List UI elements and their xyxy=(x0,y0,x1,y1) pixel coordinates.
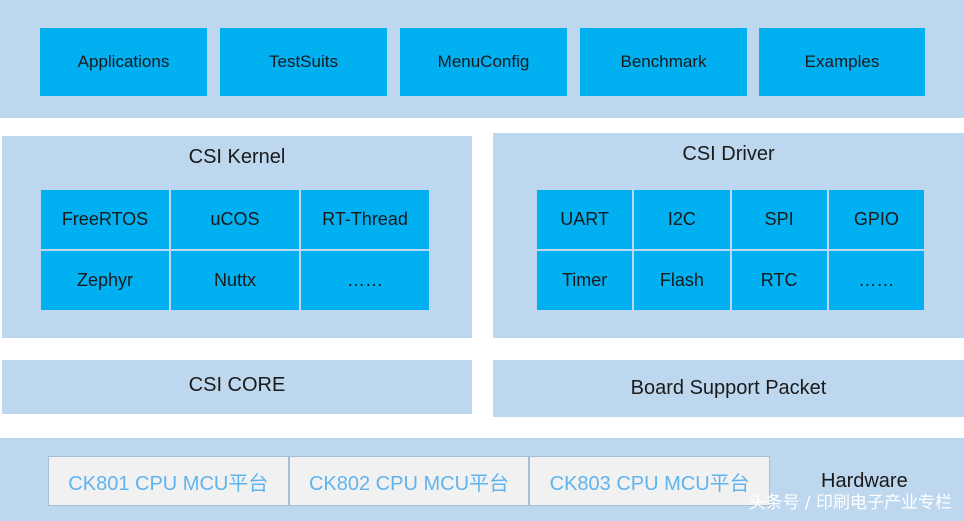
menuconfig-block: MenuConfig xyxy=(400,28,567,96)
kernel-cell-more: …… xyxy=(301,251,429,310)
driver-cell-flash: Flash xyxy=(634,251,730,310)
csi-kernel-panel: CSI Kernel FreeRTOS uCOS RT-Thread Zephy… xyxy=(2,136,472,338)
examples-block: Examples xyxy=(759,28,925,96)
driver-cell-rtc: RTC xyxy=(731,251,827,310)
kernel-cell-nuttx: Nuttx xyxy=(171,251,299,310)
driver-grid: UART I2C SPI GPIO Timer Flash RTC …… xyxy=(537,190,924,310)
applications-block: Applications xyxy=(40,28,207,96)
testsuits-block: TestSuits xyxy=(220,28,387,96)
hardware-panel: CK801 CPU MCU平台 CK802 CPU MCU平台 CK803 CP… xyxy=(0,438,964,521)
driver-cell-gpio: GPIO xyxy=(828,190,924,249)
csi-core-label: CSI CORE xyxy=(188,374,286,396)
driver-cell-spi: SPI xyxy=(731,190,827,249)
driver-cell-timer: Timer xyxy=(537,251,633,310)
watermark-text: 头条号 / 印刷电子产业专栏 xyxy=(748,493,952,513)
hardware-label: Hardware xyxy=(821,470,908,492)
kernel-grid: FreeRTOS uCOS RT-Thread Zephyr Nuttx …… xyxy=(41,190,429,310)
platform-ck803: CK803 CPU MCU平台 xyxy=(530,457,769,505)
bsp-label: Board Support Packet xyxy=(630,377,827,399)
kernel-cell-rt-thread: RT-Thread xyxy=(301,190,429,249)
platform-ck801: CK801 CPU MCU平台 xyxy=(49,457,288,505)
bsp-panel: Board Support Packet xyxy=(493,360,964,417)
kernel-cell-ucos: uCOS xyxy=(171,190,299,249)
driver-cell-uart: UART xyxy=(537,190,633,249)
kernel-cell-freertos: FreeRTOS xyxy=(41,190,169,249)
csi-core-panel: CSI CORE xyxy=(2,360,472,414)
benchmark-block: Benchmark xyxy=(580,28,747,96)
driver-cell-more: …… xyxy=(828,251,924,310)
kernel-cell-zephyr: Zephyr xyxy=(41,251,169,310)
platform-ck802: CK802 CPU MCU平台 xyxy=(289,457,529,505)
csi-driver-panel: CSI Driver UART I2C SPI GPIO Timer Flash… xyxy=(493,133,964,338)
csi-driver-title: CSI Driver xyxy=(682,143,775,165)
csi-kernel-title: CSI Kernel xyxy=(188,146,286,168)
hardware-platform-group: CK801 CPU MCU平台 CK802 CPU MCU平台 CK803 CP… xyxy=(48,456,770,506)
top-layer-panel: Applications TestSuits MenuConfig Benchm… xyxy=(0,0,964,118)
driver-cell-i2c: I2C xyxy=(634,190,730,249)
